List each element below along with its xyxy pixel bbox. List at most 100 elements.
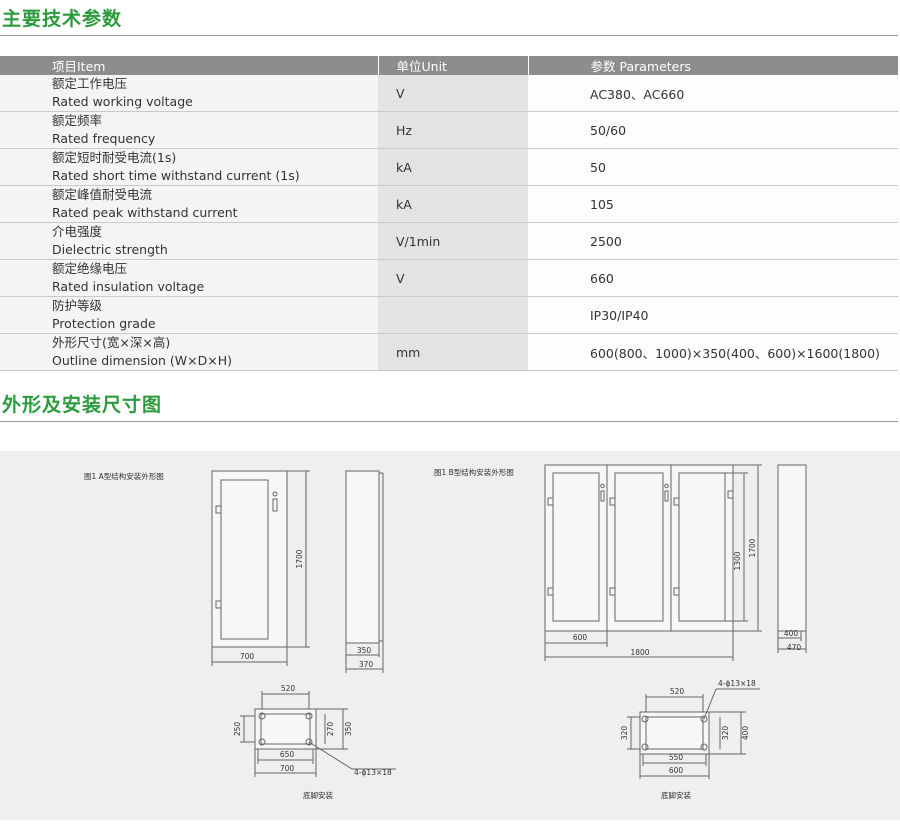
fig1-depth-outer-label: 370: [359, 660, 374, 669]
item-cn: 防护等级: [52, 298, 103, 313]
table-row: 防护等级 Protection grade IP30/IP40: [0, 296, 898, 334]
fig1-lock: [272, 491, 278, 497]
fig1-base-inner-label: 650: [280, 750, 295, 759]
unit-cell: V: [378, 259, 528, 297]
item-en: Dielectric strength: [52, 242, 168, 257]
unit-cell: mm: [378, 333, 528, 371]
value-cell: 50: [528, 148, 898, 186]
item-cell: 介电强度 Dielectric strength: [0, 222, 378, 260]
fig2-mount-hole: [641, 715, 649, 723]
item-cell: 额定峰值耐受电流 Rated peak withstand current: [0, 185, 378, 223]
header-parameters: 参数 Parameters: [528, 56, 898, 75]
fig2-base-top-label: 520: [670, 687, 685, 696]
fig2-door-2: [614, 472, 664, 622]
fig2-base-depth-outer-label: 400: [741, 726, 750, 741]
fig1-mount-hole: [258, 712, 266, 720]
fig2-base-depth-inner-label: 320: [721, 726, 730, 741]
fig2-height-label: 1700: [748, 538, 757, 557]
item-en: Protection grade: [52, 316, 156, 331]
value-cell: 600(800、1000)×350(400、600)×1600(1800): [528, 333, 898, 371]
fig2-mount-hole: [700, 743, 708, 751]
item-cn: 额定绝缘电压: [52, 261, 128, 276]
fig1-base-top-label: 520: [281, 684, 296, 693]
fig1-hinge: [215, 505, 222, 514]
fig1-front-view: [211, 470, 288, 648]
value-cell: 105: [528, 185, 898, 223]
fig1-width-label: 700: [240, 652, 255, 661]
header-unit: 单位Unit: [378, 56, 529, 75]
fig1-caption: 图1 A型结构安装外形图: [84, 471, 164, 481]
item-cell: 额定短时耐受电流(1s) Rated short time withstand c…: [0, 148, 378, 186]
item-cn: 介电强度: [52, 224, 103, 239]
fig1-base-depth-inner-label: 270: [326, 722, 335, 737]
fig2-side-view: [777, 464, 807, 632]
fig2-base-plan: [639, 711, 710, 755]
unit-cell: V: [378, 75, 528, 112]
item-cell: 外形尺寸(宽×深×高) Outline dimension (W×D×H): [0, 333, 378, 371]
fig1-door-window: [220, 479, 269, 640]
item-cn: 额定频率: [52, 113, 103, 128]
unit-cell: V/1min: [378, 222, 528, 260]
fig2-base-outer-label: 600: [669, 766, 684, 775]
fig1-side-view: [345, 470, 380, 644]
fig2-door-1: [552, 472, 600, 622]
fig2-holes-label: 4-ϕ13×18: [718, 679, 756, 688]
fig1-base-side-label: 250: [233, 722, 242, 737]
item-cn: 额定短时耐受电流(1s): [52, 150, 177, 165]
fig1-depth-inner-label: 350: [357, 646, 372, 655]
fig1-mount-hole: [305, 712, 313, 720]
fig2-depth-inner-label: 400: [784, 629, 799, 638]
value-cell: 50/60: [528, 111, 898, 149]
fig2-base-inner-label: 550: [669, 753, 684, 762]
fig2-front-view: [544, 464, 734, 632]
item-en: Rated insulation voltage: [52, 279, 205, 294]
value-cell: 2500: [528, 222, 898, 260]
value-cell: AC380、AC660: [528, 75, 898, 112]
fig1-holes-label: 4-ϕ13×18: [354, 768, 392, 777]
unit-cell: kA: [378, 148, 528, 186]
fig1-mount-hole: [305, 738, 313, 746]
item-cn: 额定工作电压: [52, 76, 128, 91]
fig1-base-caption: 底脚安装: [303, 790, 333, 800]
fig2-base-caption: 底脚安装: [661, 790, 691, 800]
section-title-parameters: 主要技术参数: [2, 8, 123, 30]
fig2-caption: 图1 B型结构安装外形图: [434, 467, 514, 477]
unit-cell: kA: [378, 185, 528, 223]
fig2-mount-hole: [641, 743, 649, 751]
fig1-hinge: [215, 600, 222, 609]
fig2-mount-hole: [700, 715, 708, 723]
value-cell: 660: [528, 259, 898, 297]
item-en: Rated short time withstand current (1s): [52, 168, 300, 183]
item-en: Rated peak withstand current: [52, 205, 238, 220]
header-item: 项目Item: [0, 56, 379, 75]
item-cell: 防护等级 Protection grade: [0, 296, 378, 334]
fig2-width-label: 1800: [630, 648, 649, 657]
section-title-dimensions: 外形及安装尺寸图: [2, 394, 163, 416]
fig2-depth-outer-label: 470: [787, 643, 802, 652]
fig1-mount-hole: [258, 738, 266, 746]
section-divider: [0, 35, 898, 36]
unit-cell: Hz: [378, 111, 528, 149]
fig1-base-depth-outer-label: 350: [344, 722, 353, 737]
item-cn: 额定峰值耐受电流: [52, 187, 153, 202]
unit-cell: [378, 296, 528, 334]
value-cell: IP30/IP40: [528, 296, 898, 334]
fig2-door-height-label: 1300: [733, 551, 742, 570]
item-en: Outline dimension (W×D×H): [52, 353, 233, 368]
table-row: 额定短时耐受电流(1s) Rated short time withstand c…: [0, 148, 898, 186]
table-header-row: 项目Item 单位Unit 参数 Parameters: [0, 56, 898, 75]
item-cn: 外形尺寸(宽×深×高): [52, 335, 171, 350]
section-divider: [0, 421, 898, 422]
fig1-handle: [272, 498, 278, 512]
fig2-door-3: [678, 472, 726, 622]
fig1-height-label: 1700: [295, 549, 304, 568]
